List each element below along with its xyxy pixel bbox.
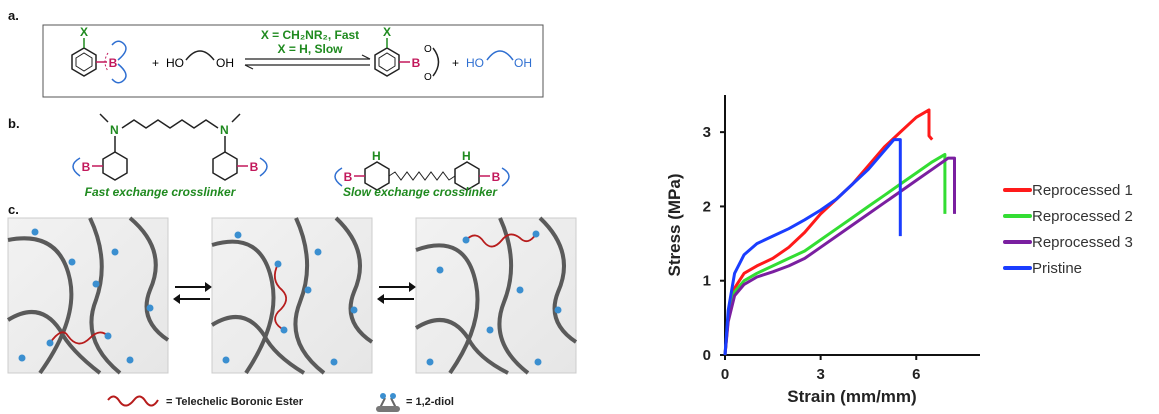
plus-2: + (452, 56, 459, 70)
exchange-arrows-2 (377, 282, 416, 304)
y-tick-label: 0 (703, 347, 711, 364)
diol-oh: OH (216, 56, 234, 70)
panel-c: c. (6, 202, 578, 412)
diol-key-symbol (376, 393, 400, 412)
diol-ho: HO (166, 56, 184, 70)
boron-fast-right: B (250, 160, 259, 174)
condition-fast: X = CH₂NR₂, Fast (261, 28, 359, 42)
y-tick-label: 2 (703, 198, 711, 215)
axis-ticks: 0 3 6 0 1 2 3 (703, 124, 921, 383)
x-tick-label: 6 (912, 366, 920, 383)
legend-label: Pristine (1032, 260, 1082, 277)
boron-slow-left: B (344, 170, 353, 184)
left-aryl-boronate: X B (71, 25, 127, 84)
legend: Reprocessed 1 Reprocessed 2 Reprocessed 3 P… (1003, 182, 1133, 277)
x-tick-label: 3 (816, 366, 824, 383)
released-diol: HO OH (466, 50, 532, 70)
released-oh: OH (514, 56, 532, 70)
key-ester-label: = Telechelic Boronic Ester (166, 396, 304, 408)
nitrogen-left: N (110, 123, 119, 137)
substituent-x-right: X (383, 25, 391, 39)
diol-reactant: HO OH (166, 50, 234, 70)
boronic-ester-key-symbol (107, 395, 159, 407)
plus-1: + (152, 56, 159, 70)
x-tick-label: 0 (721, 366, 729, 383)
panel-a-label: a. (8, 8, 19, 23)
oxygen-top: O (424, 44, 432, 55)
panel-b: b. N N B B Fast exchange crosslinker H H (8, 113, 510, 199)
boron-right: B (412, 56, 421, 70)
boron-fast-left: B (82, 160, 91, 174)
series-lines (723, 108, 956, 356)
legend-label: Reprocessed 1 (1032, 182, 1133, 199)
series-line-reprocessed-3 (723, 156, 956, 356)
y-tick-label: 1 (703, 273, 711, 290)
nitrogen-right: N (220, 123, 229, 137)
key: = Telechelic Boronic Ester = 1,2-diol (107, 393, 454, 412)
fast-crosslinker: N N B B Fast exchange crosslinker (72, 113, 268, 199)
stress-strain-chart: 0 3 6 0 1 2 3 Strain (mm/mm) Stress (MPa) Repr… (665, 95, 1133, 406)
legend-label: Reprocessed 2 (1032, 208, 1133, 225)
series-line-reprocessed-1 (723, 108, 934, 356)
series-line-pristine (723, 138, 902, 356)
y-tick-label: 3 (703, 124, 711, 141)
hydrogen-left: H (372, 149, 381, 163)
boron-slow-right: B (492, 170, 501, 184)
fast-crosslinker-caption: Fast exchange crosslinker (85, 185, 237, 199)
exchange-arrows-1 (173, 282, 212, 304)
oxygen-bottom: O (424, 72, 432, 83)
slow-crosslinker-caption: Slow exchange crosslinker (343, 185, 498, 199)
network-box-3 (414, 216, 578, 375)
right-aryl-boronate: X B O O (374, 25, 440, 83)
network-box-1 (6, 216, 170, 375)
substituent-x-left: X (80, 25, 88, 39)
panel-a: a. X B + HO OH X = CH₂NR₂, Fast X = H, S… (8, 8, 544, 98)
series-line-reprocessed-2 (723, 152, 947, 356)
panel-b-label: b. (8, 116, 20, 131)
key-diol-label: = 1,2-diol (406, 396, 454, 408)
panel-c-label: c. (8, 202, 19, 217)
boron-left: B (109, 56, 118, 70)
y-axis-label: Stress (MPa) (665, 174, 684, 277)
released-ho: HO (466, 56, 484, 70)
network-box-2 (210, 216, 374, 375)
x-axis-label: Strain (mm/mm) (787, 387, 916, 406)
equilibrium-arrows: X = CH₂NR₂, Fast X = H, Slow (244, 28, 371, 70)
reaction-box (42, 24, 544, 98)
slow-crosslinker: H H B B Slow exchange crosslinker (334, 149, 510, 199)
condition-slow: X = H, Slow (277, 42, 343, 56)
hydrogen-right: H (462, 149, 471, 163)
legend-label: Reprocessed 3 (1032, 234, 1133, 251)
